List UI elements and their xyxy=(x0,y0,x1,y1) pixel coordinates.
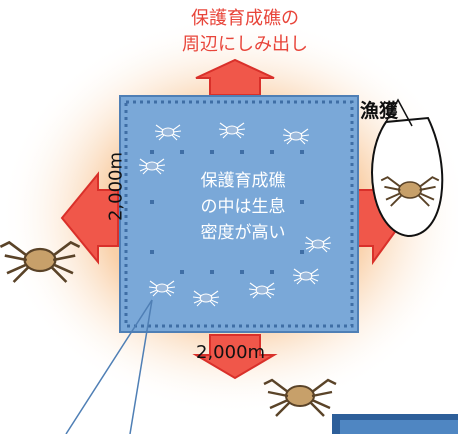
callout-lines xyxy=(65,299,153,435)
outflow-note-line-2: 周辺にしみ出し xyxy=(182,34,308,55)
bottom-dimension-label: 2,000m xyxy=(196,342,266,363)
density-note: 保護育成礁 の中は生息 密度が高い xyxy=(168,168,318,246)
outflow-note-line-1: 保護育成礁の xyxy=(191,8,299,29)
arrow-icon xyxy=(60,58,407,380)
density-note-line-2: の中は生息 xyxy=(200,197,286,217)
density-note-line-3: 密度が高い xyxy=(200,223,286,243)
photo-inset-detail xyxy=(340,420,458,434)
catch-label: 漁獲 xyxy=(360,100,399,122)
net-icon xyxy=(371,98,444,238)
reef-blocks xyxy=(150,150,304,274)
outflow-note: 保護育成礁の 周辺にしみ出し xyxy=(150,6,340,58)
side-dimension-label: 2,000m xyxy=(105,151,127,222)
reef-block-border xyxy=(124,100,354,328)
density-note-line-1: 保護育成礁 xyxy=(200,171,286,191)
